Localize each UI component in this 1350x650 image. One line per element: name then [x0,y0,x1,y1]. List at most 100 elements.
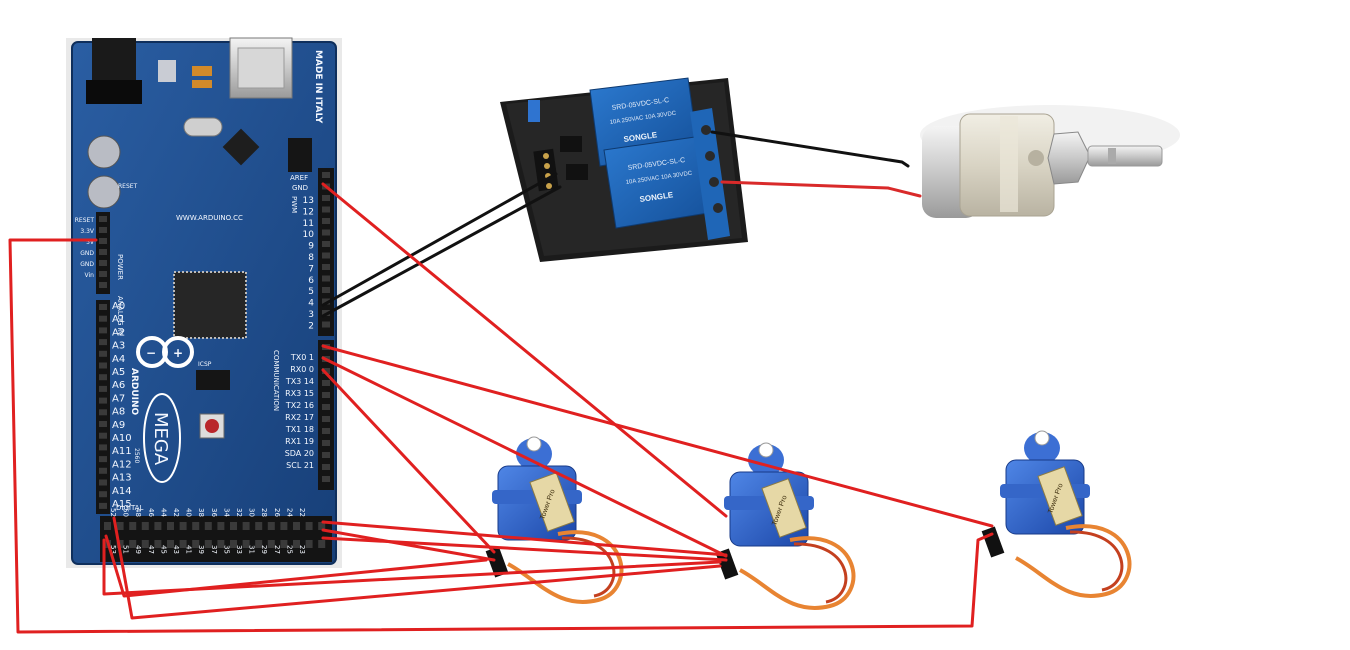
svg-text:−: − [146,346,156,360]
pin-hole [322,218,330,224]
pin-hole [179,522,187,530]
model-label: MEGA [150,412,171,466]
pin-hole [154,540,162,548]
pin-label: RX0 0 [290,365,314,374]
pin-label: 43 [172,545,180,554]
motor-wire-red [720,180,922,198]
servo-cable [739,536,856,610]
pin-hole [322,241,330,247]
pin-label: A9 [112,420,125,431]
pin-hole [322,275,330,282]
pin-hole [318,522,326,530]
pin-label: 46 [147,508,155,517]
pin-label: 36 [210,508,218,517]
pin-hole [192,540,200,548]
pin-label: 35 [222,545,230,554]
pin-label: 3 [308,310,314,320]
pin-hole [280,522,288,530]
pin-hole [322,172,330,178]
arduino-infinity-logo: − + [136,336,194,368]
pin-hole [129,522,137,530]
servo-sticker [761,478,807,538]
signal-wire-relay-in1 [321,172,558,307]
pin-label: A15 [112,499,132,510]
pin-hole [99,432,107,439]
bottom-loop-wire-1 [102,538,722,596]
pin-hole [217,540,225,548]
pin-label: TX0 1 [290,353,314,362]
pin-label: 45 [159,545,167,554]
pin-label: A12 [112,459,132,470]
servo-sticker [529,472,575,532]
pin-hole [167,522,174,530]
board-name-label: ARDUINO [129,368,139,416]
pin-label: 6 [308,276,314,286]
pin1-to-servo2-wire [321,356,728,558]
pin-hole [322,428,330,434]
dc-gear-motor [920,105,1180,218]
reset-label: RESET [118,183,138,190]
pin-label: 39 [197,545,205,554]
pin-label: A2 [112,327,125,338]
signal-wire-relay-in2 [321,185,562,318]
pin0-to-servo1-wire [321,368,496,554]
pin-hole [293,540,300,548]
pin-hole [322,229,330,236]
pin-label: 27 [273,545,281,554]
servo-cable [561,536,616,598]
made-in-label: MADE IN ITALY [313,50,323,124]
servo-3: Tower Pro [1000,430,1132,598]
pin-label: 3.3V [80,228,95,235]
pin-hole [217,522,225,530]
pin-hole [322,264,330,270]
pin-label: 44 [159,508,167,517]
pin-hole [322,440,330,446]
pin-label: 40 [185,508,193,517]
optocoupler [560,136,582,152]
pin-hole [322,195,330,201]
pin-label: 8 [308,253,314,263]
servo-cable [1015,524,1132,598]
pin-label: A4 [112,354,125,365]
servo-horn [758,442,774,458]
pin-label: 5V [86,239,95,246]
pin-hole [204,540,212,548]
pin-hole [242,522,250,530]
pin-hole [99,456,107,463]
servo-2: Tower Pro [724,442,856,610]
pin-label: SDA 20 [285,449,314,458]
motor-wire-black [710,130,910,168]
pin-label: A11 [112,446,132,457]
servo-cable [1069,530,1124,592]
power-label: POWER [116,254,124,280]
pwm-label: PWM [290,196,298,213]
pin-hole [322,252,330,259]
pin-label: RX3 15 [285,389,314,398]
svg-text:+: + [173,346,183,360]
pin-hole [99,282,107,288]
pin-hole [322,452,330,458]
pin-label: 32 [235,508,243,517]
pin-hole [99,216,107,222]
pin-hole [318,540,326,548]
bottom-loop-wire-3 [104,534,488,598]
pin3-servo1-wire [323,360,1000,530]
pin-label: 52 [109,508,117,517]
aref-label: AREF [290,174,308,182]
pin-hole [267,540,275,548]
pin-label: RESET [75,217,95,224]
pin-label: 47 [147,545,155,554]
pin-label: TX1 18 [285,425,314,434]
gnd-label: GND [292,184,308,192]
pin-hole [99,385,107,392]
pin-label: 9 [308,242,314,252]
pin-hole [305,540,313,548]
atmega2560-chip [173,271,247,339]
